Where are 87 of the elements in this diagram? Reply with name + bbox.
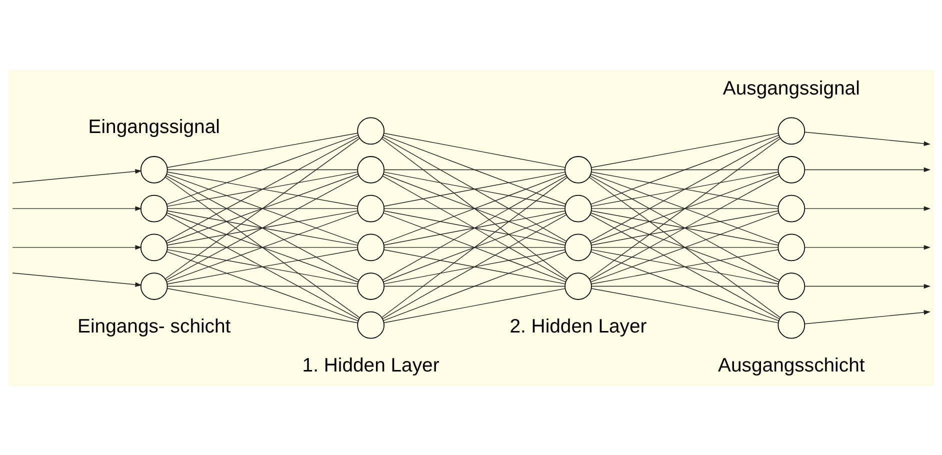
connector — [166, 250, 358, 321]
connector — [166, 174, 360, 280]
label: Eingangssignal — [88, 116, 220, 138]
connector — [382, 134, 566, 204]
connector — [384, 210, 566, 245]
node-circle — [357, 233, 384, 261]
arrow — [12, 272, 142, 286]
connector — [382, 136, 567, 242]
connector — [166, 173, 358, 243]
label: 2. Hidden Layer — [510, 315, 647, 338]
node-circle — [140, 233, 168, 261]
connector — [166, 214, 360, 319]
arrow — [12, 244, 142, 250]
connector — [590, 250, 779, 321]
label: 1. Hidden Layer — [302, 354, 440, 376]
connector — [590, 174, 780, 280]
connector — [384, 132, 566, 168]
node-circle — [357, 194, 384, 222]
connector — [591, 248, 779, 284]
node-circle — [778, 156, 806, 183]
connector — [382, 173, 566, 243]
connector — [165, 176, 360, 318]
connector — [165, 137, 360, 279]
connector — [588, 176, 781, 318]
connector — [591, 168, 778, 170]
node-circle — [140, 156, 168, 183]
connector — [588, 137, 781, 279]
connector — [384, 246, 566, 248]
connector — [166, 136, 360, 242]
label: Eingangs- schicht — [78, 315, 231, 338]
arrow — [804, 310, 931, 324]
connector — [590, 134, 779, 204]
node-circle — [778, 116, 806, 144]
node-circle — [357, 156, 384, 183]
connector — [167, 210, 358, 246]
node-circle — [564, 272, 592, 300]
connector — [384, 248, 566, 284]
node-circle — [357, 116, 384, 144]
node-circle — [357, 310, 384, 338]
arrow — [12, 206, 142, 210]
connector — [590, 173, 779, 243]
connector — [167, 288, 358, 323]
arrow — [12, 168, 142, 183]
connector — [166, 134, 358, 204]
connector — [382, 138, 568, 279]
connector — [590, 136, 780, 242]
connector — [167, 285, 358, 286]
arrow — [804, 206, 931, 210]
connector — [384, 168, 566, 170]
node-circle — [564, 233, 592, 261]
node-circle — [778, 233, 806, 261]
connector — [384, 288, 566, 323]
connector — [382, 251, 566, 321]
node-circle — [564, 194, 592, 222]
arrow — [804, 283, 931, 288]
arrow — [804, 166, 931, 172]
connector — [167, 168, 358, 170]
connector — [382, 175, 567, 280]
node-circle — [778, 310, 806, 338]
node-circle — [357, 272, 384, 300]
connector — [382, 176, 568, 318]
connector — [591, 288, 779, 323]
connector — [382, 214, 567, 319]
arrow — [804, 131, 931, 146]
node-circle — [778, 272, 806, 300]
node-circle — [140, 272, 168, 300]
connector — [166, 212, 358, 282]
connector — [167, 132, 358, 168]
node-circle — [564, 156, 592, 183]
arrow — [804, 244, 931, 250]
connector — [384, 171, 566, 206]
connector — [591, 132, 779, 168]
node-circle — [140, 194, 168, 222]
connector — [167, 246, 358, 248]
connector — [590, 212, 779, 282]
connector — [591, 285, 778, 286]
connector — [384, 285, 566, 286]
connector — [167, 171, 358, 206]
connector — [591, 246, 778, 248]
label: Ausgangsschicht — [718, 354, 865, 376]
connector — [591, 171, 779, 206]
connector — [167, 248, 358, 284]
connector — [591, 210, 779, 246]
connector — [382, 212, 566, 282]
node-circle — [778, 194, 806, 222]
connector — [590, 214, 780, 319]
label: Ausgangssignal — [722, 76, 860, 99]
